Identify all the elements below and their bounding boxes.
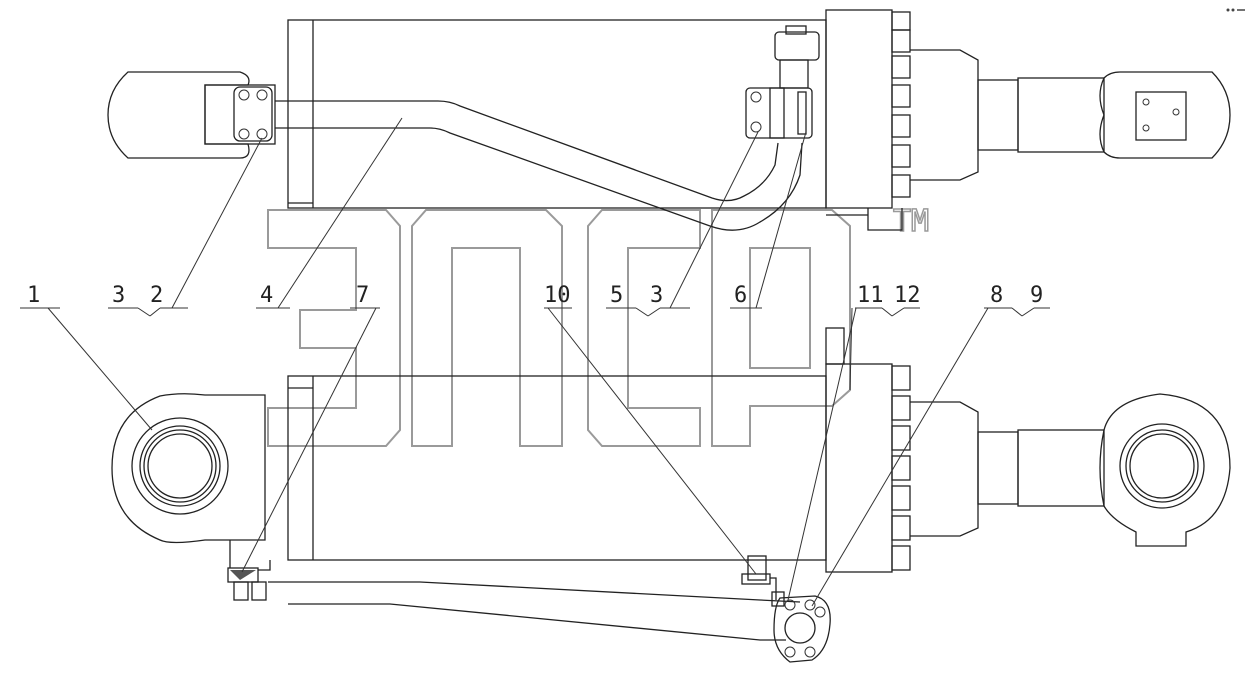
watermark-logo: TM <box>267 203 930 447</box>
callout-8: 8 <box>990 283 1003 308</box>
bottom-cylinder <box>111 327 1231 663</box>
callout-3-right: 3 <box>650 283 663 308</box>
callout-9: 9 <box>1030 283 1043 308</box>
top-cylinder <box>107 9 1231 231</box>
watermark-tm: TM <box>893 204 929 239</box>
callout-3-left: 3 <box>112 283 125 308</box>
callout-11: 11 <box>857 283 884 308</box>
callout-1: 1 <box>27 283 40 308</box>
callout-2: 2 <box>150 283 163 308</box>
callout-6: 6 <box>734 283 747 308</box>
bottom-head-bolts <box>891 365 911 571</box>
callout-labels: 1 3 2 4 7 10 5 3 6 11 12 8 9 <box>27 283 1043 308</box>
corner-mark <box>1226 8 1245 12</box>
callout-4: 4 <box>260 283 273 308</box>
callout-10: 10 <box>544 283 571 308</box>
callout-12: 12 <box>894 283 921 308</box>
leader-lines <box>20 117 1050 607</box>
callout-5: 5 <box>610 283 623 308</box>
top-head-bolts <box>891 11 911 198</box>
callout-7: 7 <box>356 283 369 308</box>
